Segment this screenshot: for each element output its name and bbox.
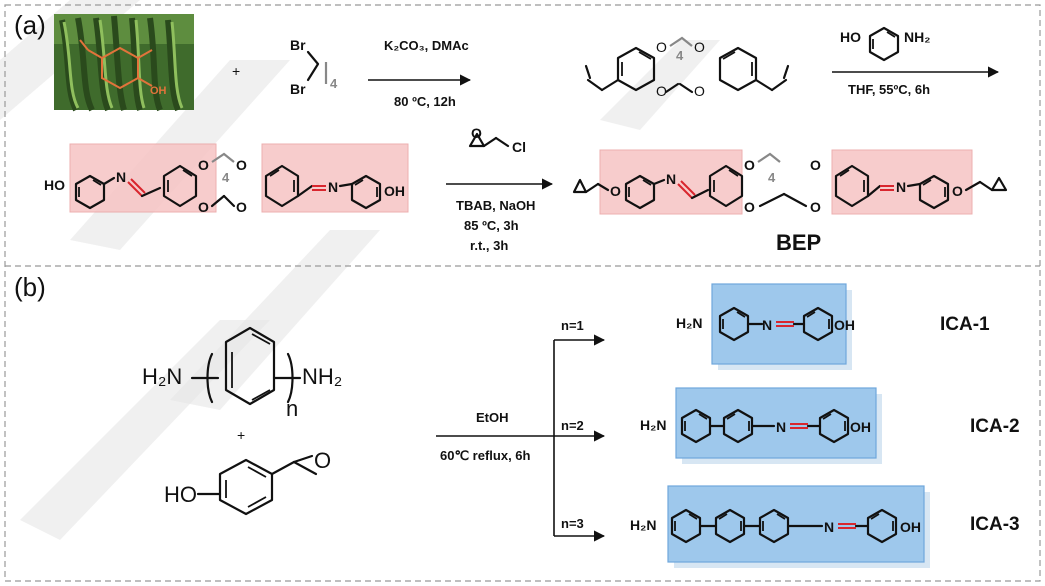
branched-arrow — [436, 334, 606, 542]
o-label-4: O — [694, 83, 705, 99]
bep-o-left: O — [610, 183, 621, 199]
branch-label-n1: n=1 — [561, 318, 584, 333]
imine-n-1: N — [116, 169, 126, 185]
schiff-base-diphenol: HO N O O 4 O O N OH — [44, 143, 409, 215]
imine-n-2: N — [328, 179, 338, 195]
ica1-oh: OH — [834, 317, 855, 333]
diphenol-ho: HO — [44, 177, 65, 193]
ica-1-label: ICA-1 — [940, 314, 990, 335]
ica-2-structure: H₂N N OH — [640, 387, 882, 464]
o-label-2: O — [656, 83, 667, 99]
chain-subscript-2: 4 — [222, 170, 230, 185]
solvent-label: EtOH — [476, 410, 509, 425]
bep-imine-n-1: N — [666, 171, 676, 187]
reagent-line-1: K₂CO₃, DMAc — [384, 38, 469, 53]
diphenol-o-3: O — [236, 157, 247, 173]
epoxide-o: O — [471, 125, 482, 141]
conditions-a3-line1: TBAB, NaOH — [456, 198, 535, 213]
bep-imine-n-2: N — [896, 179, 906, 195]
bep-monomer: O N O O 4 O O N O — [572, 149, 1008, 215]
aminophenol: HO NH₂ — [840, 26, 930, 62]
ica3-h2n: H₂N — [630, 517, 656, 533]
epichlorohydrin-cl: Cl — [512, 139, 526, 155]
conditions-a3-line2: 85 ºC, 3h — [464, 218, 519, 233]
diphenol-o-2: O — [198, 199, 209, 215]
bep-o-right: O — [952, 183, 963, 199]
epichlorohydrin: O Cl — [468, 125, 526, 155]
conditions-a2: THF, 55ºC, 6h — [848, 82, 930, 97]
aminophenol-ho: HO — [840, 29, 861, 45]
ica1-n: N — [762, 317, 772, 333]
dibromide-subscript: 4 — [330, 76, 338, 91]
plus-b: + — [237, 427, 245, 443]
chain-subscript-1: 4 — [676, 48, 684, 63]
diphenol-o-4: O — [236, 199, 247, 215]
aminophenol-nh2: NH₂ — [904, 29, 930, 45]
ica-2-label: ICA-2 — [970, 416, 1020, 437]
diamine-h2n: H₂N — [142, 364, 182, 389]
ica3-n: N — [824, 519, 834, 535]
svg-text:OH: OH — [150, 85, 167, 97]
aldehyde-o: O — [314, 448, 331, 473]
bep-o-3: O — [810, 157, 821, 173]
chain-subscript-3: 4 — [768, 170, 776, 185]
o-label-1: O — [656, 39, 667, 55]
dialdehyde-intermediate: O O 4 O O — [584, 36, 790, 99]
bep-o-4: O — [810, 199, 821, 215]
aldehyde-ho: HO — [164, 482, 197, 507]
bep-o-2: O — [744, 199, 755, 215]
ica3-oh: OH — [900, 519, 921, 535]
bep-o-1: O — [744, 157, 755, 173]
conditions-b: 60℃ reflux, 6h — [440, 448, 531, 463]
vanilla-photo: OH — [54, 14, 194, 112]
ica2-oh: OH — [850, 419, 871, 435]
diamine-reactant: H₂N NH₂ n — [142, 326, 342, 421]
plus-a1: + — [232, 63, 240, 79]
bep-product-name: BEP — [776, 230, 821, 255]
ica-1-structure: H₂N N OH — [676, 283, 855, 370]
diamine-n: n — [286, 396, 298, 421]
conditions-a3-line3: r.t., 3h — [470, 238, 508, 253]
ica2-n: N — [776, 419, 786, 435]
diphenol-oh: OH — [384, 183, 405, 199]
ica1-h2n: H₂N — [676, 315, 702, 331]
ica-3-label: ICA-3 — [970, 514, 1020, 535]
dibromobutane: Br Br 4 — [290, 37, 338, 97]
ica-3-structure: H₂N N OH — [630, 485, 930, 568]
br-top-label: Br — [290, 37, 306, 53]
figure-frame — [4, 4, 1041, 582]
branch-label-n3: n=3 — [561, 516, 584, 531]
panel-label-a: (a) — [14, 10, 46, 40]
ica2-h2n: H₂N — [640, 417, 666, 433]
branch-label-n2: n=2 — [561, 418, 584, 433]
hydroxybenzaldehyde: HO O — [164, 448, 331, 516]
o-label-3: O — [694, 39, 705, 55]
panel-label-b: (b) — [14, 272, 46, 302]
diphenol-o-1: O — [198, 157, 209, 173]
br-bottom-label: Br — [290, 81, 306, 97]
diamine-nh2: NH₂ — [302, 364, 342, 389]
reagent-line-2: 80 ºC, 12h — [394, 94, 456, 109]
